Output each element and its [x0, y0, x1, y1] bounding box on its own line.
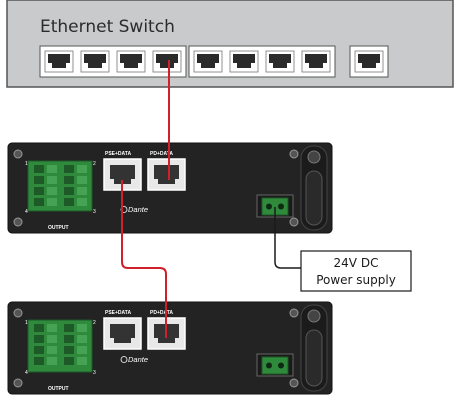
terminal-screw	[64, 187, 74, 195]
terminal-screw	[34, 346, 44, 354]
ethernet-switch: Ethernet Switch	[6, 0, 454, 88]
switch-ethernet-port[interactable]	[152, 50, 182, 73]
cable-power	[274, 207, 301, 269]
switch-ethernet-port[interactable]	[301, 50, 331, 73]
pin-label: 3	[93, 209, 96, 215]
output-label: OUTPUT	[48, 225, 69, 231]
screw-icon	[307, 309, 321, 323]
pin-label: 4	[25, 370, 28, 376]
pse-data-label: PSE+DATA	[105, 151, 131, 157]
terminal-clamp	[47, 176, 57, 184]
terminal-clamp	[77, 357, 87, 365]
terminal-clamp	[47, 198, 57, 206]
terminal-screw	[34, 324, 44, 332]
output-terminal-block: 1 4 2 3	[25, 160, 96, 215]
terminal-screw	[34, 165, 44, 173]
screw-icon	[13, 149, 23, 159]
terminal-clamp	[77, 335, 87, 343]
power-supply-voltage: 24V DC	[334, 256, 379, 270]
power-supply-name: Power supply	[316, 273, 396, 287]
terminal-screw	[34, 187, 44, 195]
pin-label: 3	[93, 370, 96, 376]
switch-ethernet-port[interactable]	[229, 50, 259, 73]
pd-data-port[interactable]	[147, 158, 186, 191]
mounting-slot	[305, 329, 323, 387]
screw-icon	[289, 308, 299, 318]
terminal-screw	[64, 335, 74, 343]
terminal-clamp	[77, 324, 87, 332]
pin-label: 4	[25, 209, 28, 215]
switch-title: Ethernet Switch	[40, 17, 175, 37]
terminal-clamp	[47, 187, 57, 195]
switch-ethernet-port[interactable]	[354, 50, 384, 73]
switch-ethernet-port[interactable]	[44, 50, 74, 73]
terminal-screw	[34, 335, 44, 343]
switch-ethernet-port[interactable]	[193, 50, 223, 73]
terminal-clamp	[77, 346, 87, 354]
screw-icon	[289, 217, 299, 227]
terminal-screw	[34, 176, 44, 184]
terminal-screw	[64, 165, 74, 173]
pd-data-label: PD+DATA	[150, 310, 173, 316]
terminal-screw	[64, 176, 74, 184]
power-connector[interactable]	[256, 353, 294, 377]
screw-icon	[289, 378, 299, 388]
terminal-screw	[64, 346, 74, 354]
device-2: 1 4 2 3 OUTPUT PSE+DATA PD+DATA Dante	[7, 301, 333, 395]
terminal-clamp	[77, 165, 87, 173]
terminal-screw	[64, 198, 74, 206]
screw-icon	[307, 150, 321, 164]
dante-logo: Dante	[128, 205, 148, 214]
terminal-clamp	[47, 357, 57, 365]
dante-icon	[120, 356, 128, 363]
cable-device1-to-device2	[121, 180, 167, 338]
power-connector[interactable]	[256, 194, 294, 218]
device-1: 1 4 2 3 OUTPUT PSE+DATA PD+DATA Dante	[7, 142, 333, 234]
pin-label: 2	[93, 161, 96, 167]
terminal-clamp	[47, 165, 57, 173]
switch-ethernet-port[interactable]	[80, 50, 110, 73]
terminal-clamp	[47, 346, 57, 354]
terminal-screw	[64, 324, 74, 332]
terminal-clamp	[47, 324, 57, 332]
pin-label: 2	[93, 320, 96, 326]
terminal-clamp	[77, 187, 87, 195]
screw-icon	[13, 378, 23, 388]
terminal-clamp	[47, 335, 57, 343]
terminal-screw	[34, 357, 44, 365]
terminal-screw	[64, 357, 74, 365]
terminal-clamp	[77, 176, 87, 184]
output-label: OUTPUT	[48, 386, 69, 392]
mounting-slot	[305, 170, 323, 226]
screw-icon	[289, 149, 299, 159]
switch-ethernet-port[interactable]	[116, 50, 146, 73]
dante-logo: Dante	[128, 355, 148, 364]
pse-data-port[interactable]	[103, 317, 142, 350]
power-supply-label: 24V DC Power supply	[300, 250, 412, 292]
output-terminal-block: 1 4 2 3	[25, 319, 96, 376]
terminal-screw	[34, 198, 44, 206]
screw-icon	[13, 308, 23, 318]
terminal-clamp	[77, 198, 87, 206]
pin-label: 1	[25, 320, 28, 326]
screw-icon	[13, 217, 23, 227]
pd-data-label: PD+DATA	[150, 151, 173, 157]
pin-label: 1	[25, 161, 28, 167]
pse-data-label: PSE+DATA	[105, 310, 131, 316]
switch-ethernet-port[interactable]	[265, 50, 295, 73]
